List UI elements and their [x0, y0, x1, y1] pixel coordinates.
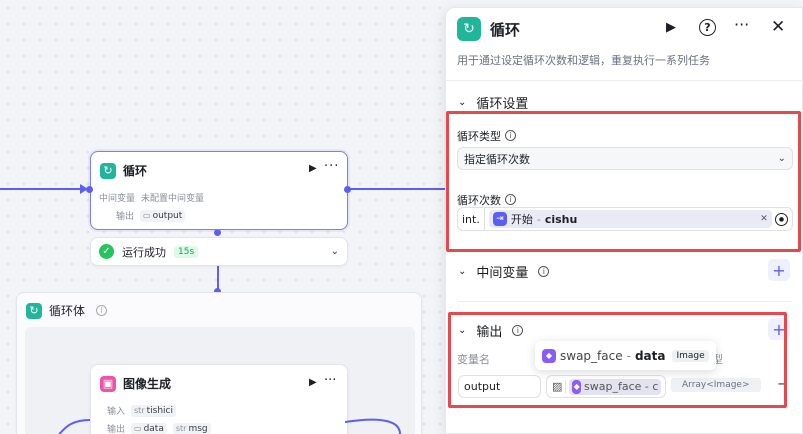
loop-output-chip: ▭output	[140, 209, 186, 222]
chevron-down-icon: ⌄	[458, 97, 467, 108]
loop-count-label: 循环次数	[457, 194, 501, 207]
loop-icon: ↻	[100, 162, 116, 179]
count-type: int.	[462, 208, 485, 230]
more-icon[interactable]: ···	[324, 373, 337, 388]
loop-row1-value: 未配置中间变量	[141, 194, 205, 204]
loop-port-right[interactable]	[344, 186, 351, 193]
image-output-label: 输出	[107, 425, 126, 434]
port-dot-body[interactable]	[214, 288, 221, 295]
image-output-chip-data: ▭data	[131, 422, 167, 434]
close-icon[interactable]: ✕	[771, 17, 786, 37]
edge-out	[348, 188, 445, 190]
clear-icon[interactable]: ✕	[760, 214, 768, 224]
highlight-loop-settings	[446, 111, 801, 252]
chevron-down-icon: ⌄	[458, 266, 467, 277]
edge-loop-curve-right	[345, 418, 401, 434]
success-check-icon: ✓	[99, 244, 114, 259]
loop-type-label: 循环类型	[457, 130, 501, 143]
port-dot-top[interactable]	[214, 229, 221, 236]
add-intermediate-button[interactable]: +	[768, 259, 790, 281]
image-type-icon: ▨	[549, 380, 567, 393]
output-var-name-input[interactable]: output	[458, 375, 541, 398]
loop-count-field[interactable]: int. ⇥ 开始 - cishu ✕ ●	[457, 207, 793, 231]
intermediate-header[interactable]: ⌄ 中间变量 i	[458, 262, 550, 281]
loop-settings-header[interactable]: ⌄ 循环设置	[458, 93, 528, 112]
loop-node[interactable]: ↻ 循环 ▶ ··· 中间变量 未配置中间变量 输出 ▭output	[90, 151, 348, 230]
status-time-badge: 15s	[174, 245, 199, 258]
loop-row1-label: 中间变量	[99, 194, 136, 204]
info-icon[interactable]: i	[512, 325, 524, 336]
loop-body-icon: ↻	[26, 302, 42, 319]
intermediate-title: 中间变量	[476, 266, 529, 281]
highlight-output	[448, 312, 787, 408]
var-name-label: 变量名	[457, 353, 490, 366]
image-icon: ▭	[134, 424, 142, 433]
plugin-icon: ◆	[572, 379, 582, 394]
chevron-down-icon: ⌄	[458, 325, 467, 336]
array-icon: ▭	[143, 211, 151, 220]
image-gen-title: 图像生成	[123, 377, 172, 391]
loop-settings-title: 循环设置	[476, 97, 529, 112]
info-icon[interactable]: i	[96, 305, 108, 316]
info-icon[interactable]: i	[505, 194, 516, 205]
loop-body-title: 循环体	[49, 304, 86, 318]
divider	[446, 80, 803, 81]
start-node-icon: ⇥	[492, 212, 507, 226]
target-icon[interactable]: ●	[775, 212, 788, 226]
edge-in	[0, 188, 90, 190]
chevron-down-icon: ⌄	[777, 153, 786, 164]
count-ref-chip[interactable]: ⇥ 开始 - cishu ✕	[488, 210, 772, 228]
divider	[458, 301, 792, 302]
remove-output-icon[interactable]: −	[777, 377, 788, 392]
plugin-icon: ◆	[542, 348, 556, 363]
loop-node-title: 循环	[123, 164, 148, 178]
edge-body	[217, 266, 219, 294]
output-type-badge: Array<Image>	[671, 378, 761, 392]
ref-tooltip: ◆ swap_face - data Image	[535, 341, 716, 370]
info-icon[interactable]: i	[538, 266, 550, 277]
loop-type-value: 指定循环次数	[464, 152, 530, 166]
run-icon[interactable]: ▶	[309, 377, 317, 388]
status-text: 运行成功	[122, 245, 166, 259]
loop-port-left[interactable]	[86, 186, 93, 193]
help-icon[interactable]: ?	[699, 19, 716, 36]
image-gen-icon: ▣	[100, 375, 116, 392]
more-icon[interactable]: ···	[734, 15, 750, 34]
output-ref-chip[interactable]: ◆ swap_face - c	[569, 378, 662, 395]
run-icon[interactable]: ▶	[309, 163, 317, 174]
output-ref-field[interactable]: ▨ ◆ swap_face - c	[546, 375, 666, 398]
output-header[interactable]: ⌄ 输出 i	[458, 321, 524, 340]
edge-loop-curve	[58, 419, 91, 434]
loop-row2-label: 输出	[116, 212, 135, 222]
info-icon[interactable]: i	[505, 130, 516, 141]
edge-in-arrow	[80, 184, 88, 194]
run-status-bar[interactable]: ✓ 运行成功 15s ⌄	[90, 237, 348, 266]
image-input-label: 输入	[107, 407, 126, 417]
loop-type-select[interactable]: 指定循环次数 ⌄	[457, 147, 793, 170]
panel-title: 循环	[490, 20, 521, 39]
more-icon[interactable]: ···	[324, 159, 340, 174]
config-panel: ↻ 循环 ▶ ? ··· ✕ 用于通过设定循环次数和逻辑，重复执行一系列任务 ⌄…	[445, 7, 803, 434]
run-icon[interactable]: ▶	[666, 20, 676, 35]
panel-description: 用于通过设定循环次数和逻辑，重复执行一系列任务	[457, 54, 710, 67]
chevron-down-icon[interactable]: ⌄	[330, 246, 339, 257]
output-title: 输出	[476, 325, 503, 340]
loop-icon: ↻	[457, 17, 481, 41]
